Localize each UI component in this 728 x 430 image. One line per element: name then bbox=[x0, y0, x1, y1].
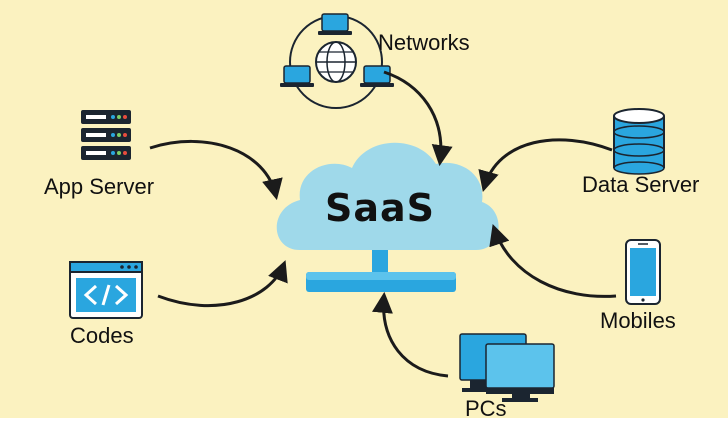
pcs-label: PCs bbox=[465, 396, 507, 421]
data-server-label: Data Server bbox=[582, 172, 700, 197]
arrow-data-server bbox=[478, 138, 613, 193]
code-window-icon bbox=[69, 261, 143, 319]
bottom-border bbox=[0, 418, 728, 430]
codes-label: Codes bbox=[70, 323, 134, 348]
app-server-label: App Server bbox=[44, 174, 155, 199]
database-icon bbox=[613, 108, 665, 175]
globe-network-icon bbox=[280, 13, 394, 109]
smartphone-icon bbox=[625, 239, 661, 305]
server-rack-icon bbox=[81, 110, 131, 160]
saas-label: SaaS bbox=[325, 186, 436, 230]
flow-arrows bbox=[149, 70, 617, 378]
arrow-app-server bbox=[149, 140, 283, 201]
arrow-mobiles bbox=[489, 224, 617, 298]
monitor-icon bbox=[459, 333, 555, 402]
arrow-pcs bbox=[372, 291, 449, 378]
arrow-networks bbox=[383, 70, 453, 167]
arrow-codes bbox=[157, 260, 288, 308]
saas-cloud bbox=[276, 142, 499, 250]
cloud-stand bbox=[306, 250, 456, 292]
mobiles-label: Mobiles bbox=[600, 308, 676, 333]
networks-label: Networks bbox=[378, 30, 470, 55]
